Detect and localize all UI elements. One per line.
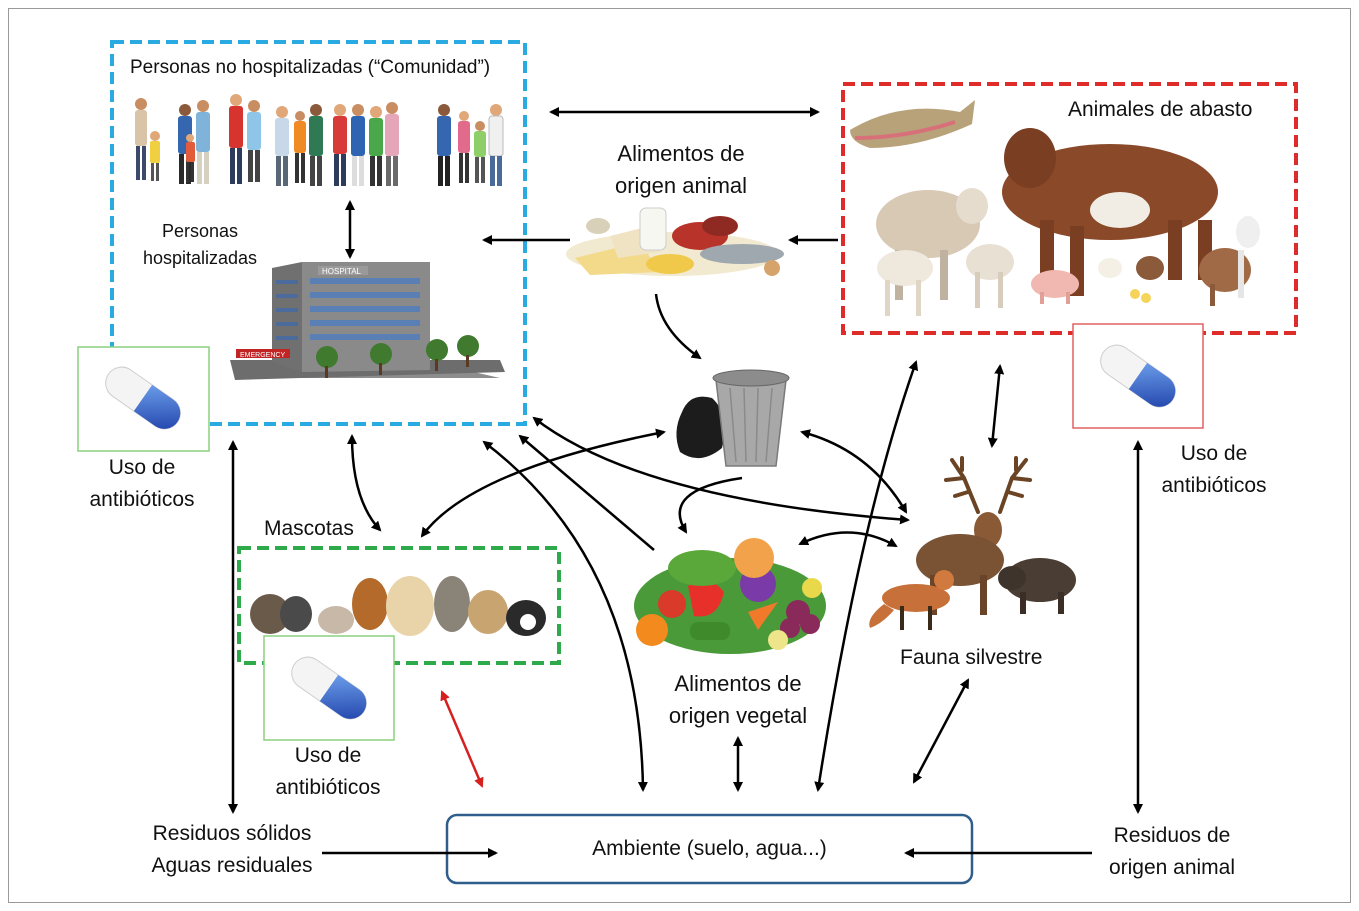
community-people-image xyxy=(135,94,504,186)
arrow-trash-pets xyxy=(420,428,666,538)
environment-box xyxy=(445,813,974,885)
label-solid-waste-line2: Aguas residuales xyxy=(151,854,313,877)
label-animal-waste-line1: Residuos de xyxy=(1113,824,1231,847)
emergency-sign-text: EMERGENCY xyxy=(240,352,285,359)
label-hospitalized: Personas hospitalizadas xyxy=(120,218,280,272)
pets-image xyxy=(250,576,546,636)
hospital-sign-text: HOSPITAL xyxy=(322,267,362,276)
arrow-food-to-trash xyxy=(654,293,702,360)
label-environment: Ambiente (suelo, agua...) xyxy=(592,837,827,860)
label-antibiotics-pets-line1: Uso de xyxy=(294,744,362,767)
farm-animals-group-box xyxy=(841,82,1298,335)
hospital-image: HOSPITAL EMERGENCY xyxy=(230,262,505,380)
humans-group-box xyxy=(110,40,527,426)
label-animal-waste: Residuos de origen animal xyxy=(1084,820,1260,884)
label-solid-waste-line1: Residuos sólidos xyxy=(152,822,312,845)
arrow-humans-pets xyxy=(347,434,382,532)
arrow-environment-farm xyxy=(814,360,919,792)
label-antibiotics-farm-line2: antibióticos xyxy=(1161,474,1267,497)
label-solid-waste: Residuos sólidos Aguas residuales xyxy=(124,818,340,882)
arrow-wildlife-environment xyxy=(912,678,970,784)
emergency-sign xyxy=(236,349,290,358)
label-food-animal-line2: origen animal xyxy=(614,173,748,198)
label-food-vegetal-line2: origen vegetal xyxy=(668,703,808,728)
arrow-pets-environment xyxy=(440,690,484,788)
arrow-farm-wildlife xyxy=(987,364,1005,448)
wildlife-image xyxy=(869,456,1076,630)
antibiotic-box-humans xyxy=(77,346,210,452)
arrow-trash-vegetables xyxy=(677,476,743,534)
arrows xyxy=(228,107,1143,858)
animal-food-image xyxy=(566,207,784,276)
farm-animals-image xyxy=(850,100,1260,316)
label-food-animal: Alimentos de origen animal xyxy=(586,138,776,202)
label-farm-animals: Animales de abasto xyxy=(1068,98,1253,121)
label-antibiotics-humans-line1: Uso de xyxy=(108,456,176,479)
label-food-vegetal: Alimentos de origen vegetal xyxy=(640,668,836,732)
arrow-vegetables-wildlife xyxy=(798,531,898,548)
label-antibiotics-pets: Uso de antibióticos xyxy=(248,740,408,804)
label-antibiotics-farm-line1: Uso de xyxy=(1180,442,1248,465)
vegetables-image xyxy=(634,538,826,654)
antibiotic-box-pets xyxy=(263,635,395,741)
label-pets: Mascotas xyxy=(264,517,354,540)
label-food-animal-line1: Alimentos de xyxy=(617,141,745,166)
label-hospitalized-line2: hospitalizadas xyxy=(142,248,258,268)
label-antibiotics-farm: Uso de antibióticos xyxy=(1134,438,1294,502)
hospital-sign xyxy=(318,266,368,275)
pets-group-box xyxy=(237,546,561,665)
label-antibiotics-humans-line2: antibióticos xyxy=(89,488,195,511)
label-hospitalized-line1: Personas xyxy=(161,221,239,241)
antibiotic-box-farm xyxy=(1072,323,1204,429)
capsule-icon xyxy=(291,656,367,720)
label-wildlife: Fauna silvestre xyxy=(900,646,1043,669)
label-food-vegetal-line1: Alimentos de xyxy=(674,671,802,696)
label-animal-waste-line2: origen animal xyxy=(1108,856,1236,879)
figure-frame xyxy=(8,8,1351,903)
arrow-humans-environment xyxy=(482,440,648,792)
label-antibiotics-pets-line2: antibióticos xyxy=(275,776,381,799)
label-community: Personas no hospitalizadas (“Comunidad”) xyxy=(130,57,491,78)
capsule-icon xyxy=(105,366,181,430)
trash-can-image xyxy=(676,369,790,467)
label-antibiotics-humans: Uso de antibióticos xyxy=(62,452,222,516)
capsule-icon xyxy=(1100,344,1176,408)
